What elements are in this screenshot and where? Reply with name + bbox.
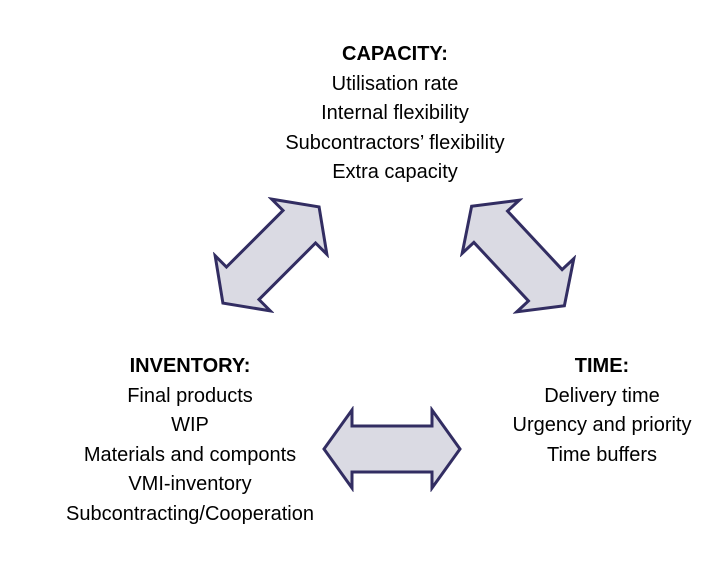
capacity-item: Internal flexibility	[321, 102, 469, 124]
inventory-node: INVENTORY: Final products WIP Materials …	[25, 352, 355, 529]
capacity-inventory-double-arrow-icon	[212, 196, 330, 314]
capacity-node: CAPACITY: Utilisation rate Internal flex…	[235, 40, 555, 188]
inventory-item: Final products	[127, 384, 253, 407]
time-node: TIME: Delivery time Urgency and priority…	[472, 352, 725, 470]
capacity-time-double-arrow-icon	[459, 198, 577, 314]
time-item: Urgency and priority	[512, 414, 692, 436]
inventory-item: Materials and componts	[83, 443, 297, 466]
inventory-title: INVENTORY:	[129, 355, 251, 377]
inventory-item: WIP	[171, 414, 209, 436]
time-title: TIME:	[574, 355, 630, 377]
capacity-title: CAPACITY:	[342, 43, 448, 65]
time-item: Time buffers	[546, 443, 658, 466]
time-item: Delivery time	[544, 384, 660, 407]
inventory-item: VMI-inventory	[128, 473, 252, 495]
inventory-item: Subcontracting/Cooperation	[66, 502, 314, 525]
capacity-item: Utilisation rate	[331, 72, 459, 95]
capacity-item: Subcontractors’ flexibility	[285, 131, 505, 154]
capacity-item: Extra capacity	[332, 161, 458, 183]
inventory-time-double-arrow-icon	[322, 406, 462, 492]
